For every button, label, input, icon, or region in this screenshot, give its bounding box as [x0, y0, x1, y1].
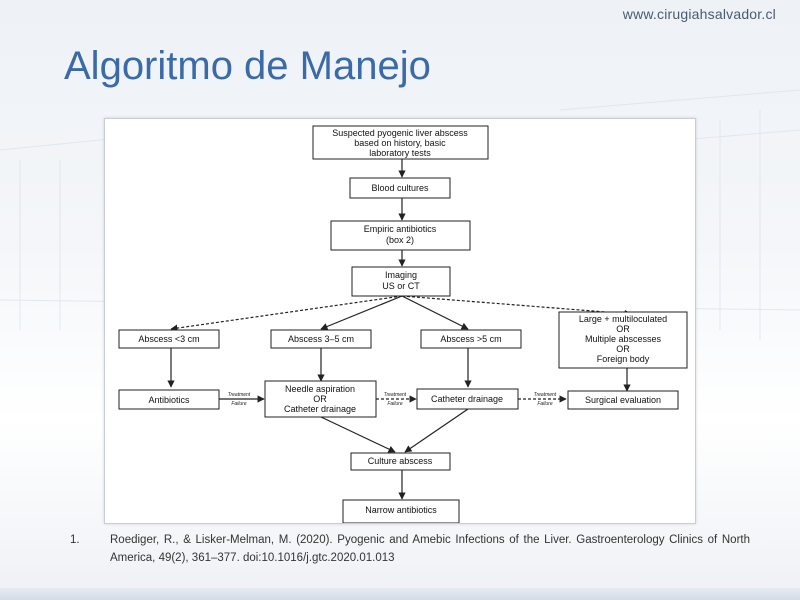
- node-antibiotics-line: Antibiotics: [148, 395, 190, 405]
- node-culture-abscess: Culture abscess: [350, 452, 451, 471]
- node-large-multi-line: Multiple abscesses: [585, 334, 662, 344]
- node-large-multi-line: Foreign body: [597, 354, 650, 364]
- svg-text:Blood cultures: Blood cultures: [371, 183, 429, 193]
- node-suspected-line: laboratory tests: [369, 148, 431, 158]
- node-large-multi-line: OR: [616, 344, 630, 354]
- svg-text:Abscess <3 cm: Abscess <3 cm: [138, 334, 199, 344]
- node-suspected-line: based on history, basic: [354, 138, 446, 148]
- node-abscess-3to5-line: Abscess 3–5 cm: [288, 334, 354, 344]
- reference-text: Roediger, R., & Lisker-Melman, M. (2020)…: [110, 534, 750, 564]
- edge-label-failure-1: Failure: [231, 401, 247, 407]
- site-url: www.cirugiahsalvador.cl: [622, 6, 776, 22]
- node-needle-aspiration-line: Needle aspiration: [285, 384, 355, 394]
- svg-text:Empiric antibiotics(box 2): Empiric antibiotics(box 2): [364, 224, 437, 245]
- svg-text:Catheter drainage: Catheter drainage: [431, 394, 503, 404]
- node-imaging-line: Imaging: [385, 270, 417, 280]
- edge-needle-culture: [320, 416, 396, 453]
- node-catheter-drainage-line: Catheter drainage: [431, 394, 503, 404]
- svg-text:Abscess >5 cm: Abscess >5 cm: [440, 334, 501, 344]
- svg-text:Abscess 3–5 cm: Abscess 3–5 cm: [288, 334, 354, 344]
- edge-catheter-culture: [404, 408, 469, 453]
- reference-entry: 1. Roediger, R., & Lisker-Melman, M. (20…: [70, 531, 750, 567]
- edge-label-failure-2: Failure: [387, 401, 403, 407]
- node-narrow-antibiotics: Narrow antibiotics: [342, 499, 460, 523]
- edge-imaging-gt5: [401, 295, 469, 330]
- svg-text:Antibiotics: Antibiotics: [148, 395, 190, 405]
- edge-imaging-large: [401, 295, 632, 318]
- node-large-multi-line: OR: [616, 324, 630, 334]
- node-abscess-3to5: Abscess 3–5 cm: [270, 329, 372, 349]
- node-culture-abscess-line: Culture abscess: [368, 456, 433, 466]
- slide-title: Algoritmo de Manejo: [64, 44, 431, 88]
- edge-label-treatment-3: Treatment: [534, 392, 557, 398]
- bottom-band: [0, 588, 800, 600]
- node-needle-aspiration-line: OR: [313, 394, 327, 404]
- svg-text:Narrow antibiotics: Narrow antibiotics: [365, 505, 437, 515]
- node-abscess-gt5: Abscess >5 cm: [420, 329, 522, 349]
- node-abscess-lt3: Abscess <3 cm: [118, 329, 220, 349]
- node-large-multi-line: Large + multiloculated: [579, 314, 667, 324]
- svg-text:Culture abscess: Culture abscess: [368, 456, 433, 466]
- node-needle-aspiration-line: Catheter drainage: [284, 404, 356, 414]
- edge-label-failure-3: Failure: [537, 401, 553, 407]
- node-imaging-line: US or CT: [382, 281, 420, 291]
- node-empiric-antibiotics-line: (box 2): [386, 235, 414, 245]
- node-suspected-line: Suspected pyogenic liver abscess: [332, 128, 468, 138]
- edge-imaging-3to5: [320, 295, 403, 330]
- node-surgical-evaluation: Surgical evaluation: [567, 390, 679, 410]
- node-empiric-antibiotics: Empiric antibiotics(box 2): [330, 220, 471, 251]
- node-abscess-gt5-line: Abscess >5 cm: [440, 334, 501, 344]
- flowchart-edges: [167, 159, 632, 500]
- node-surgical-evaluation-line: Surgical evaluation: [585, 395, 661, 405]
- node-antibiotics: Antibiotics: [118, 389, 220, 410]
- edge-label-treatment-2: Treatment: [384, 392, 407, 398]
- node-empiric-antibiotics-line: Empiric antibiotics: [364, 224, 437, 234]
- flowchart-figure: Treatment Failure Treatment Failure Trea…: [104, 118, 696, 524]
- flowchart-svg: Treatment Failure Treatment Failure Trea…: [118, 125, 688, 523]
- edge-label-treatment-1: Treatment: [228, 392, 251, 398]
- svg-text:Surgical evaluation: Surgical evaluation: [585, 395, 661, 405]
- node-blood-cultures: Blood cultures: [349, 177, 451, 199]
- node-blood-cultures-line: Blood cultures: [371, 183, 429, 193]
- node-narrow-antibiotics-line: Narrow antibiotics: [365, 505, 437, 515]
- reference-number: 1.: [70, 534, 80, 546]
- edge-labels: Treatment Failure Treatment Failure Trea…: [228, 392, 557, 407]
- node-catheter-drainage: Catheter drainage: [416, 388, 519, 410]
- node-abscess-lt3-line: Abscess <3 cm: [138, 334, 199, 344]
- edge-imaging-lt3: [170, 295, 403, 332]
